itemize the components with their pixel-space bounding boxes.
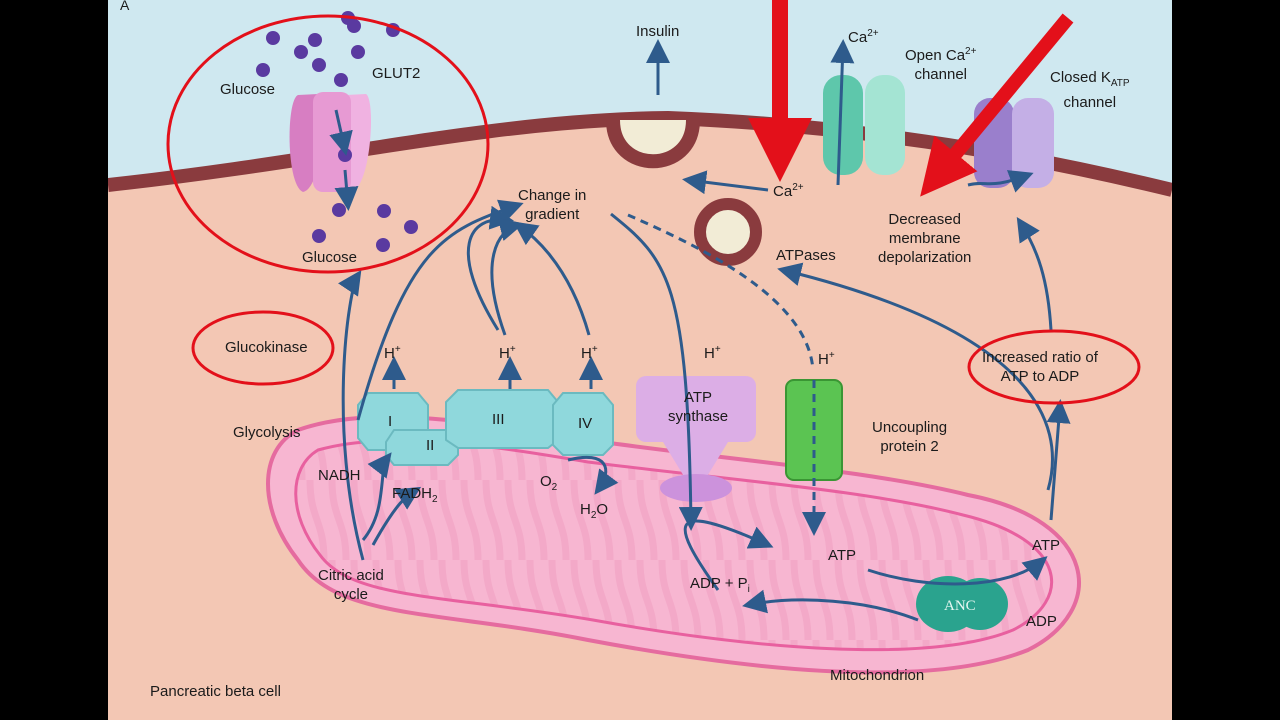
complex-iv-label: IV <box>578 415 593 432</box>
insulin-vesicle <box>606 119 700 169</box>
ca-channel <box>823 75 905 175</box>
complex-ii-label: II <box>426 437 435 454</box>
atpases-label: ATPases <box>776 247 836 264</box>
diagram-panel: A Glucose GLUT2 Glucose Glucokinase Glyc… <box>108 0 1172 720</box>
atp-mito-label: ATP <box>828 547 857 564</box>
h-plus-3: H+ <box>581 344 598 362</box>
glucokinase-annotation-circle <box>191 310 335 386</box>
glut2-label: GLUT2 <box>372 65 421 82</box>
diagram-graphics <box>108 0 1172 675</box>
complex-i-label: I <box>388 413 393 430</box>
atp-right-label: ATP <box>1032 537 1061 554</box>
h-plus-5: H+ <box>818 350 835 368</box>
red-arrow-katp <box>920 13 1074 197</box>
cell-label: Pancreatic beta cell <box>150 683 281 700</box>
h-plus-4: H+ <box>704 344 721 362</box>
atpase-vesicle <box>694 198 762 266</box>
complex-iii-label: III <box>492 411 505 428</box>
ca-mid-label: Ca2+ <box>773 182 804 200</box>
open-ca-channel-label: Open Ca2+channel <box>905 46 977 83</box>
anc-transporter <box>916 576 1008 632</box>
h-plus-2: H+ <box>499 344 516 362</box>
atp-synthase-shape <box>636 376 756 502</box>
h-plus-1: H+ <box>384 344 401 362</box>
insulin-label: Insulin <box>636 23 680 40</box>
panel-letter: A <box>120 0 130 13</box>
etc-complexes <box>357 389 614 466</box>
pathway-arrows <box>329 39 1071 622</box>
adp-pi-label: ADP + Pi <box>690 575 750 595</box>
o2-label: O2 <box>540 473 558 493</box>
glucose-annotation-circle <box>166 14 490 274</box>
glucose-outside-label: Glucose <box>220 81 276 98</box>
glycolysis-label: Glycolysis <box>233 424 301 441</box>
fadh2-label: FADH2 <box>392 485 438 505</box>
glucokinase-label: Glucokinase <box>225 339 308 356</box>
glucose-inside-label: Glucose <box>302 249 358 266</box>
nadh-label: NADH <box>318 467 361 484</box>
glut2-transporter <box>289 92 371 192</box>
h2o-label: H2O <box>580 501 609 521</box>
anc-label: ANC <box>944 598 976 614</box>
ca-top-label: Ca2+ <box>848 28 879 46</box>
adp-right-label: ADP <box>1026 613 1057 630</box>
mitochondrion-label: Mitochondrion <box>830 667 925 684</box>
atp-ratio-annotation-circle <box>967 329 1141 405</box>
dashed-proton-leak <box>627 213 815 371</box>
